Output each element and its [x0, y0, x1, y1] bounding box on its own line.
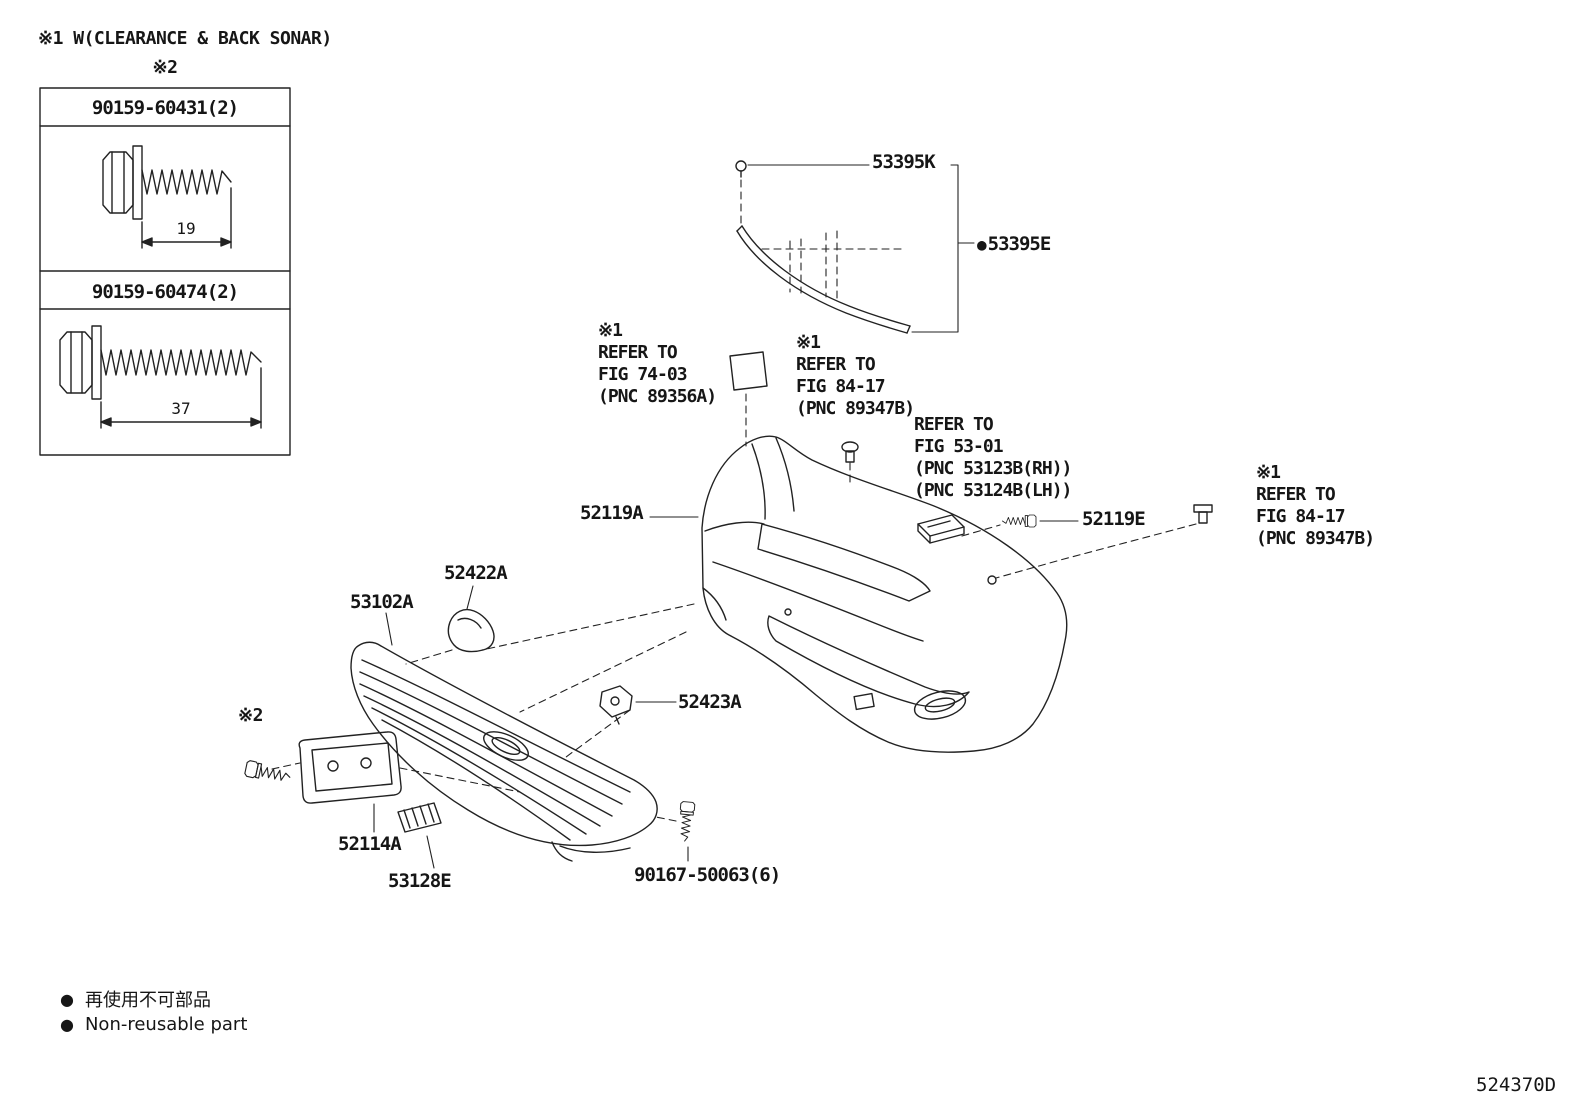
legend-non-reusable-en: ● Non-reusable part	[60, 1014, 247, 1035]
dimension-19	[141, 187, 232, 249]
ref-line: (PNC 89356A)	[598, 386, 717, 407]
legend-non-reusable-jp: ● 再使用不可部品	[60, 986, 211, 1012]
bracket-53-01-drawing	[917, 514, 965, 544]
hardware-part-number-60474: 90159-60474(2)	[91, 281, 239, 303]
ref-line: (PNC 89347B)	[796, 398, 915, 419]
seal-strip-drawing	[735, 160, 911, 334]
note-clearance-sonar: ※1 W(CLEARANCE & BACK SONAR)	[38, 28, 332, 49]
non-reusable-bullet-icon: ●	[60, 1015, 74, 1034]
screw-note2-icon	[243, 759, 293, 786]
dimension-37	[100, 367, 262, 429]
diagram-code: 524370D	[1476, 1074, 1557, 1096]
part-label-52423A: 52423A	[678, 691, 742, 713]
ref-line: ※1	[1256, 462, 1281, 483]
ref-fig-74-03: ※1 REFER TO FIG 74-03 (PNC 89356A)	[598, 320, 717, 408]
ref-line: ※1	[598, 320, 623, 341]
ref-fig-84-17-left: ※1 REFER TO FIG 84-17 (PNC 89347B)	[796, 332, 915, 420]
ref-line: REFER TO	[1256, 484, 1336, 505]
ref-line: (PNC 53124B(LH))	[914, 480, 1072, 501]
part-label-53102A: 53102A	[350, 591, 414, 613]
ref-line: REFER TO	[796, 354, 876, 375]
part-label-52119A: 52119A	[580, 502, 644, 524]
part-label-53395K: 53395K	[872, 151, 936, 173]
ref-line: FIG 84-17	[796, 376, 886, 397]
bracket-52422-drawing	[447, 608, 495, 653]
part-label-53395E: ● 53395E	[977, 233, 1052, 255]
legend-text-en: Non-reusable part	[84, 1014, 248, 1035]
hardware-part-number-60431: 90159-60431(2)	[91, 97, 239, 119]
sticker-74-03-drawing	[729, 351, 768, 391]
part-number-text: 53395E	[987, 233, 1052, 255]
legend-text-jp: 再使用不可部品	[84, 990, 211, 1011]
clip-52423-drawing	[599, 685, 633, 725]
leader-lines	[373, 164, 1079, 869]
bolt-52119E-icon	[1001, 514, 1037, 528]
front-bumper-drawing	[701, 435, 1068, 753]
ref-line: (PNC 53123B(RH))	[914, 458, 1072, 479]
license-plate-support-drawing	[298, 731, 402, 804]
hardware-box-frame	[39, 87, 291, 456]
grille-drawing	[350, 641, 658, 862]
non-reusable-bullet-icon: ●	[60, 989, 74, 1009]
ref-line: REFER TO	[598, 342, 678, 363]
screw-length-19: 19	[176, 219, 196, 238]
ref-line: REFER TO	[914, 414, 994, 435]
screw-drawing-60474	[59, 325, 262, 429]
clip-84-17-left-icon	[841, 441, 859, 463]
screw-length-37: 37	[171, 399, 191, 418]
non-reusable-dot-icon: ●	[977, 234, 987, 254]
ref-line: FIG 84-17	[1256, 506, 1346, 527]
piece-53128-drawing	[397, 802, 442, 833]
part-label-52422A: 52422A	[444, 562, 508, 584]
ref-line: FIG 53-01	[914, 436, 1004, 457]
ref-line: FIG 74-03	[598, 364, 688, 385]
assembly-dashed-lines	[271, 179, 1197, 822]
hardware-note-2: ※2	[152, 57, 178, 78]
screw-drawing-60431	[102, 145, 232, 249]
part-label-90167-50063: 90167-50063(6)	[634, 864, 781, 886]
ref-fig-53-01: REFER TO FIG 53-01 (PNC 53123B(RH)) (PNC…	[914, 414, 1072, 502]
screw-90167-icon	[677, 800, 696, 843]
part-label-53128E: 53128E	[388, 870, 452, 892]
part-label-52119E: 52119E	[1082, 508, 1146, 530]
ref-line: (PNC 89347B)	[1256, 528, 1375, 549]
part-label-52114A: 52114A	[338, 833, 402, 855]
ref-line: ※1	[796, 332, 821, 353]
clip-84-17-right-icon	[1193, 504, 1213, 524]
ref-fig-84-17-right: ※1 REFER TO FIG 84-17 (PNC 89347B)	[1256, 462, 1375, 550]
seal-clip-drawing	[735, 160, 747, 172]
note-2-left: ※2	[238, 705, 263, 726]
